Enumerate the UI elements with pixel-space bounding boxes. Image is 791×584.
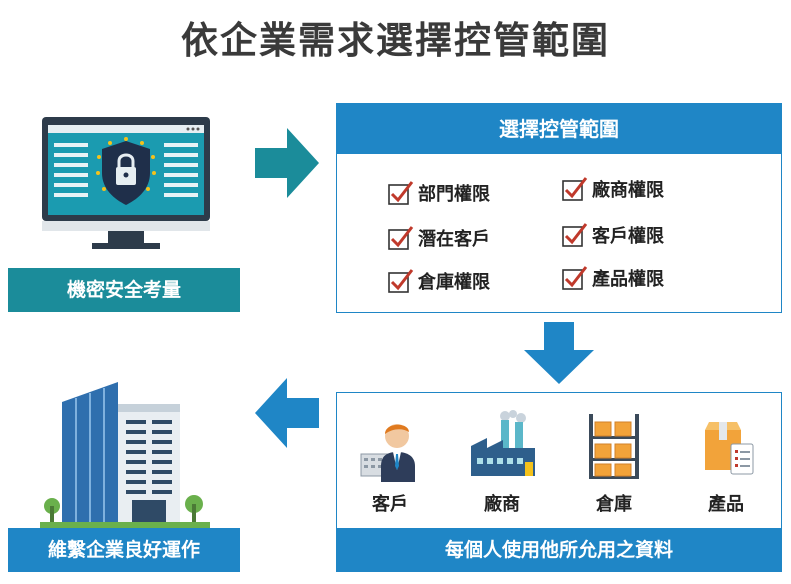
checkbox-dept[interactable]: 部門權限 [388, 180, 490, 206]
checkbox-vendor[interactable]: 廠商權限 [562, 176, 664, 202]
scope-panel-header: 選擇控管範圍 [337, 104, 781, 154]
businessman-icon [360, 424, 415, 482]
product-box-icon [705, 422, 754, 475]
resource-product: 產品 [676, 410, 776, 516]
warehouse-shelf-icon [589, 414, 639, 479]
arrow-right-icon [255, 128, 319, 198]
resources-label: 每個人使用他所允用之資料 [336, 528, 782, 572]
checkmark-icon [562, 266, 588, 290]
page-title: 依企業需求選擇控管範圍 [181, 19, 610, 62]
checkmark-icon [562, 177, 588, 201]
arrow-left-icon [255, 378, 319, 448]
secure-monitor-icon [38, 115, 214, 255]
checkbox-product[interactable]: 產品權限 [562, 265, 664, 291]
checkmark-icon [388, 226, 414, 250]
resource-customer: 客戶 [340, 410, 440, 516]
checkmark-icon [562, 223, 588, 247]
business-operation-label: 維繫企業良好運作 [8, 528, 240, 572]
arrow-down-icon [524, 322, 594, 384]
checkmark-icon [388, 269, 414, 293]
resource-warehouse: 倉庫 [564, 410, 664, 516]
resource-vendor: 廠商 [452, 410, 552, 516]
checkbox-prospect[interactable]: 潛在客戶 [388, 225, 490, 251]
scope-panel: 選擇控管範圍 [336, 103, 782, 313]
security-consideration-label: 機密安全考量 [8, 268, 240, 312]
checkbox-warehouse[interactable]: 倉庫權限 [388, 268, 490, 294]
checkmark-icon [388, 181, 414, 205]
checkbox-customer[interactable]: 客戶權限 [562, 222, 664, 248]
factory-icon [471, 410, 535, 476]
office-building-icon [40, 372, 210, 532]
